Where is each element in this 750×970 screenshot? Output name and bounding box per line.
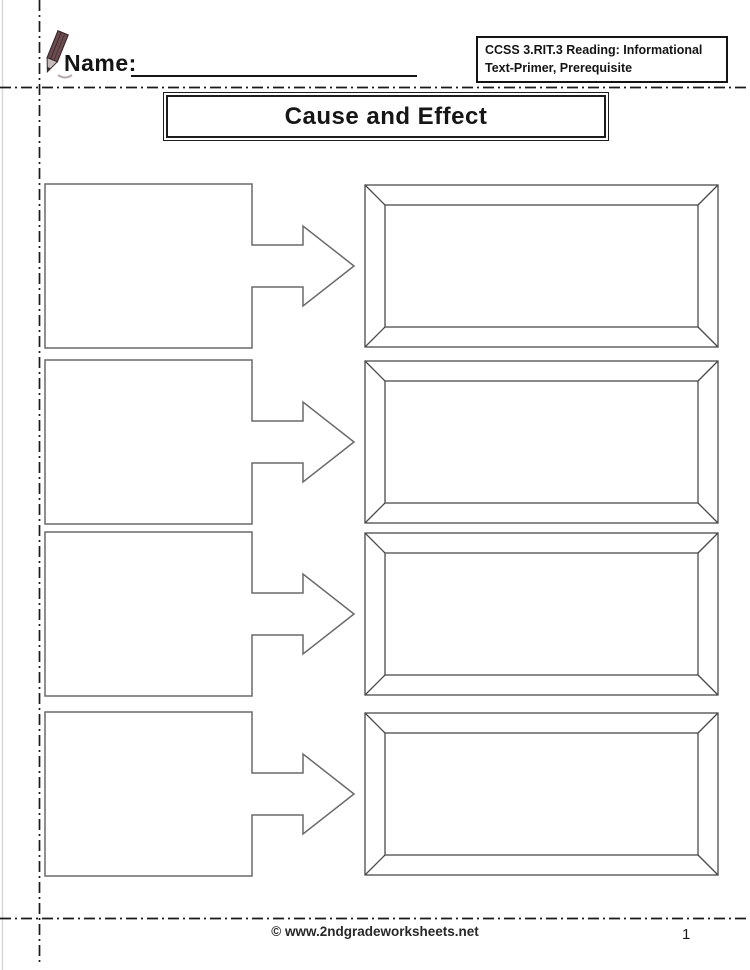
- standards-box: CCSS 3.RIT.3 Reading: Informational Text…: [476, 36, 728, 84]
- copyright-text: © www.2ndgradeworksheets.net: [271, 924, 479, 939]
- cause-box-with-arrow[interactable]: [44, 711, 356, 877]
- name-label: Name:: [64, 50, 137, 76]
- organizer-row: [44, 711, 719, 877]
- page-number: 1: [682, 926, 691, 943]
- effect-frame-box[interactable]: [364, 360, 719, 524]
- cause-box-with-arrow[interactable]: [44, 183, 356, 349]
- effect-frame-box[interactable]: [364, 712, 719, 876]
- organizer-row: [44, 531, 719, 697]
- organizer-row: [44, 183, 719, 349]
- effect-frame-box[interactable]: [364, 532, 719, 696]
- cause-box-with-arrow[interactable]: [44, 531, 356, 697]
- pencil-swoosh: [57, 74, 73, 79]
- organizer-row: [44, 359, 719, 525]
- cause-box-with-arrow[interactable]: [44, 359, 356, 525]
- page-title: Cause and Effect: [284, 102, 488, 130]
- standards-line-1: CCSS 3.RIT.3 Reading: Informational: [485, 43, 703, 57]
- title-box: Cause and Effect: [163, 92, 609, 141]
- pencil-icon: [46, 30, 73, 79]
- effect-frame-box[interactable]: [364, 184, 719, 348]
- name-fill-in-line[interactable]: [131, 75, 417, 77]
- standards-line-2: Text-Primer, Prerequisite: [485, 61, 633, 76]
- title-inner-border: Cause and Effect: [166, 95, 606, 138]
